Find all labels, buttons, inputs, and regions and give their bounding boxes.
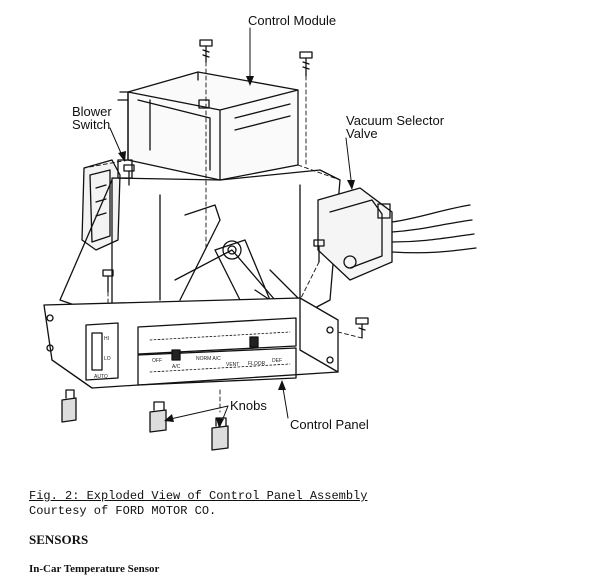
control-panel-bezel — [43, 297, 339, 389]
screw — [199, 39, 213, 63]
screw — [313, 239, 325, 263]
screw — [102, 269, 114, 293]
figure-caption-title: Fig. 2: Exploded View of Control Panel A… — [29, 489, 368, 503]
blower-switch — [81, 159, 133, 251]
knob — [149, 401, 167, 433]
screw — [123, 164, 135, 186]
callout-knobs: Knobs — [230, 398, 267, 413]
panel-mode-ac: A/C — [172, 364, 181, 370]
leader-lines — [109, 27, 353, 427]
subsection-heading: In-Car Temperature Sensor — [29, 563, 160, 575]
callout-blower-switch-line1: Blower — [72, 104, 112, 119]
screw — [355, 317, 369, 339]
control-module-housing — [117, 71, 299, 181]
panel-mode-vent: VENT — [226, 362, 239, 368]
screw — [299, 51, 313, 77]
panel-label-auto: AUTO — [94, 374, 108, 380]
knob — [211, 417, 229, 451]
panel-mode-norm-ac: NORM A/C — [196, 356, 221, 362]
panel-mode-floor: FLOOR — [248, 361, 266, 367]
callout-vacuum-selector-line2: Valve — [346, 126, 378, 141]
callout-blower-switch-line2: Switch — [72, 117, 111, 132]
figure-caption-credit: Courtesy of FORD MOTOR CO. — [29, 504, 217, 518]
callout-control-panel: Control Panel — [290, 417, 369, 432]
panel-mode-def: DEF — [272, 358, 282, 364]
panel-mode-off: OFF — [152, 358, 162, 364]
callout-vacuum-selector-line1: Vacuum Selector — [346, 113, 445, 128]
section-heading: SENSORS — [29, 532, 89, 547]
knob — [61, 389, 77, 423]
panel-label-lo: LO — [104, 356, 111, 362]
vacuum-selector-valve — [317, 187, 477, 281]
leader-arrowheads — [118, 76, 355, 428]
panel-text: HI LO AUTO OFF A/C NORM A/C VENT FLOOR D… — [94, 336, 282, 380]
callout-control-module: Control Module — [248, 13, 337, 28]
panel-label-hi: HI — [104, 336, 109, 342]
exploded-view-diagram: HI LO AUTO OFF A/C NORM A/C VENT FLOOR D… — [43, 27, 477, 451]
